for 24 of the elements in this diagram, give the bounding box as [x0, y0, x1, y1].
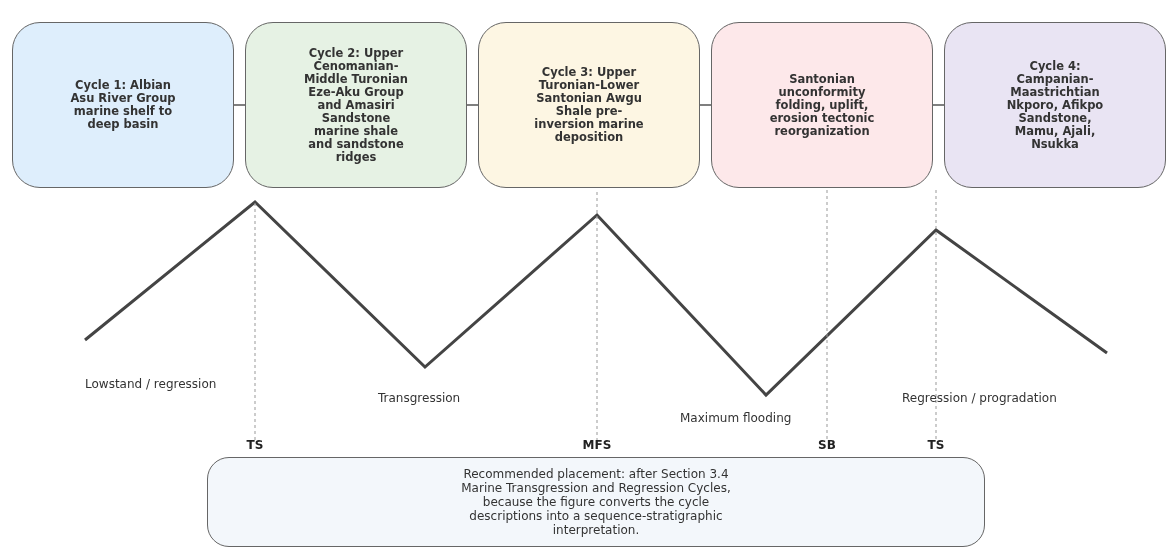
cycle-box	[12, 22, 234, 188]
note-box	[207, 457, 985, 547]
box-text: Santonian unconformity folding, uplift, erosion tectonic reorganization	[768, 72, 876, 138]
cycle-box	[478, 22, 700, 188]
box-text: Cycle 1: Albian Asu River Group marine shelf to deep basin	[69, 79, 177, 131]
phase-label: Lowstand / regression	[85, 377, 217, 391]
connector	[699, 104, 712, 106]
boundary-label: TS	[246, 438, 264, 452]
event-box	[711, 22, 933, 188]
box-text: Cycle 2: Upper Cenomanian-Middle Turonian Eze-Aku Group and Amasiri Sandstone marine shale and sandstone ridges	[303, 46, 409, 164]
note-text: Recommended placement: after Section 3.4 Marine Transgression and Regression Cycles, because the figure converts the cycle descriptions into a sequence-stratigraphic interpretation.	[460, 467, 732, 537]
boundary-label: MFS	[582, 438, 612, 452]
box-text: Cycle 3: Upper Turonian-Lower Santonian Awgu Shale pre-inversion marine deposition	[534, 66, 644, 144]
phase-label: Transgression	[378, 391, 461, 405]
phase-label: Maximum flooding	[680, 411, 792, 425]
box-text: Cycle 4: Campanian-Maastrichtian Nkporo, Afikpo Sandstone, Mamu, Ajali, Nsukka	[1005, 59, 1105, 151]
cycle-box	[245, 22, 467, 188]
phase-label: Regression / progradation	[902, 391, 1057, 405]
connector	[466, 104, 479, 106]
connector	[932, 104, 945, 106]
boundary-label: SB	[818, 438, 836, 452]
connector	[233, 104, 246, 106]
cycle-box	[944, 22, 1166, 188]
boundary-label: TS	[927, 438, 945, 452]
